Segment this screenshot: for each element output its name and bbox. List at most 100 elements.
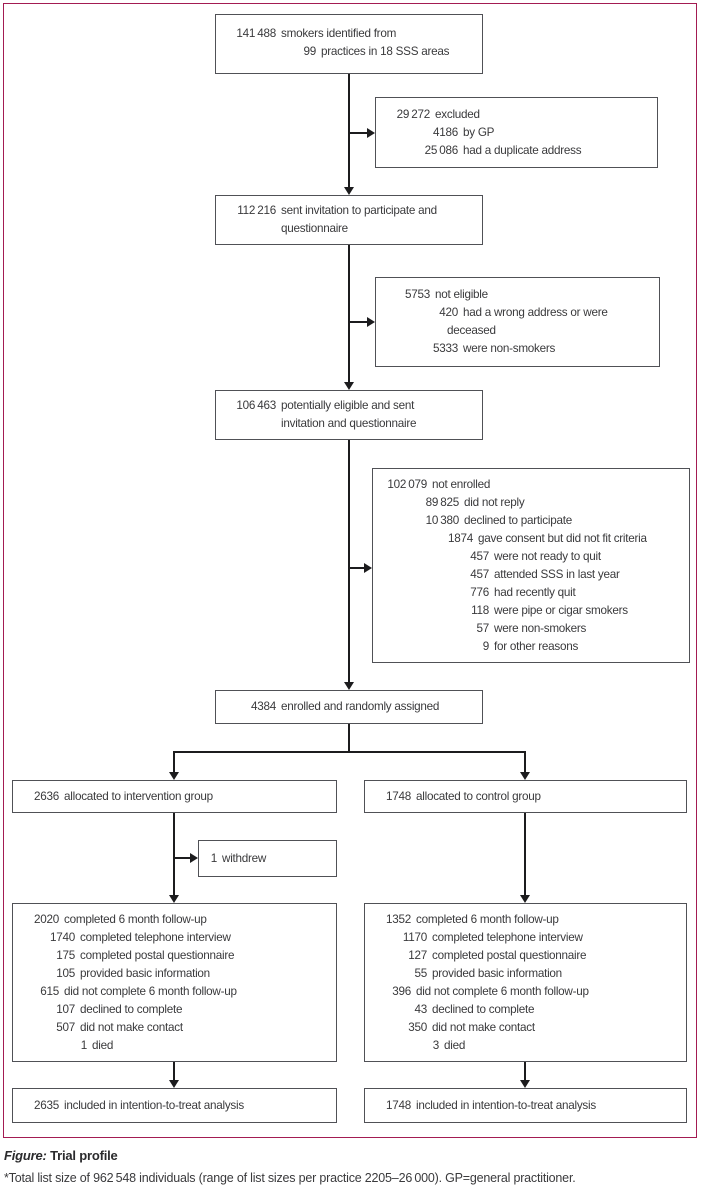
stat-label: were pipe or cigar smokers [494, 604, 628, 617]
stat-count: 1352 [385, 913, 411, 926]
stat-label: completed telephone interview [80, 931, 231, 944]
stat-line: 1 withdrew [209, 850, 330, 868]
arrow-down-icon [169, 895, 179, 903]
stat-label: potentially eligible and sent [281, 399, 415, 412]
stat-line: 1874 gave consent but did not fit criteri… [383, 530, 683, 548]
stat-count: 457 [470, 550, 489, 563]
stat-count: 141 488 [236, 27, 276, 40]
stat-label: did not complete 6 month follow-up [64, 985, 237, 998]
stat-label: invitation and questionnaire [281, 417, 417, 430]
flow-line [348, 440, 350, 683]
stat-count: 457 [470, 568, 489, 581]
stat-count: 507 [56, 1021, 75, 1034]
stat-count: 89 825 [425, 496, 460, 509]
stat-label: did not reply [464, 496, 525, 509]
flow-line [173, 813, 175, 896]
stat-label: were non-smokers [494, 622, 587, 635]
stat-count: 615 [40, 985, 59, 998]
stat-count: 25 086 [424, 144, 459, 157]
stat-count: 102 079 [387, 478, 427, 491]
flow-line [173, 1062, 175, 1081]
figure-caption: Figure: Trial profile [4, 1148, 118, 1163]
stat-label: declined to complete [80, 1003, 183, 1016]
box-control-allocated: 1748 allocated to control group [364, 780, 687, 813]
stat-count: 5333 [432, 342, 458, 355]
arrow-right-icon [367, 128, 375, 138]
stat-count: 118 [471, 604, 489, 617]
stat-count: 350 [408, 1021, 427, 1034]
stat-count: 1740 [49, 931, 75, 944]
stat-label: provided basic information [432, 967, 562, 980]
stat-count: 1748 [385, 790, 411, 803]
stat-label: questionnaire [281, 222, 348, 235]
flow-line [349, 567, 365, 569]
stat-count: 1874 [447, 532, 473, 545]
stat-label: gave consent but did not fit criteria [478, 532, 647, 545]
stat-label: had recently quit [494, 586, 576, 599]
stat-count: 3 [432, 1039, 440, 1052]
stat-count: 105 [56, 967, 75, 980]
box-potentially-eligible: 106 463 potentially eligible and sent inv… [215, 390, 483, 440]
stat-count: 55 [414, 967, 427, 980]
stat-line: 1748 allocated to control group [375, 788, 680, 806]
stat-line: 25 086 had a duplicate address [386, 142, 651, 160]
stat-count: 2636 [33, 790, 59, 803]
flow-line [349, 321, 368, 323]
stat-count: 1 [210, 852, 218, 865]
arrow-down-icon [169, 772, 179, 780]
stat-count: 2635 [33, 1099, 59, 1112]
stat-count: 57 [476, 622, 489, 635]
stat-label: completed postal questionnaire [80, 949, 235, 962]
box-withdrew: 1 withdrew [198, 840, 337, 877]
stat-label: had a wrong address or were [463, 306, 608, 319]
stat-label: allocated to intervention group [64, 790, 213, 803]
stat-line: 420 had a wrong address or were [386, 304, 653, 322]
stat-count: 776 [470, 586, 489, 599]
stat-label: practices in 18 SSS areas [321, 45, 450, 58]
stat-label: had a duplicate address [463, 144, 582, 157]
figure-footnote: *Total list size of 962 548 individuals … [4, 1171, 576, 1185]
stat-count: 43 [414, 1003, 427, 1016]
stat-label: included in intention-to-treat analysis [416, 1099, 596, 1112]
stat-line: invitation and questionnaire [226, 415, 476, 433]
flow-line [524, 1062, 526, 1081]
stat-count [226, 220, 276, 238]
stat-label: completed telephone interview [432, 931, 583, 944]
stat-line: 118 were pipe or cigar smokers [383, 602, 683, 620]
stat-label: completed 6 month follow-up [64, 913, 207, 926]
stat-line: 89 825 did not reply [383, 494, 683, 512]
stat-label: withdrew [222, 852, 267, 865]
arrow-down-icon [344, 187, 354, 195]
arrow-down-icon [169, 1080, 179, 1088]
stat-label: allocated to control group [416, 790, 541, 803]
stat-count: 420 [439, 306, 458, 319]
stat-count: 106 463 [236, 399, 276, 412]
arrow-down-icon [520, 772, 530, 780]
flow-line [348, 245, 350, 383]
stat-label: completed 6 month follow-up [416, 913, 559, 926]
stat-count: 1170 [402, 931, 427, 944]
stat-line: questionnaire [226, 220, 476, 238]
figure-caption-label: Figure: [4, 1148, 47, 1163]
stat-line: 55 provided basic information [375, 965, 680, 983]
stat-line: 1740 completed telephone interview [23, 929, 330, 947]
